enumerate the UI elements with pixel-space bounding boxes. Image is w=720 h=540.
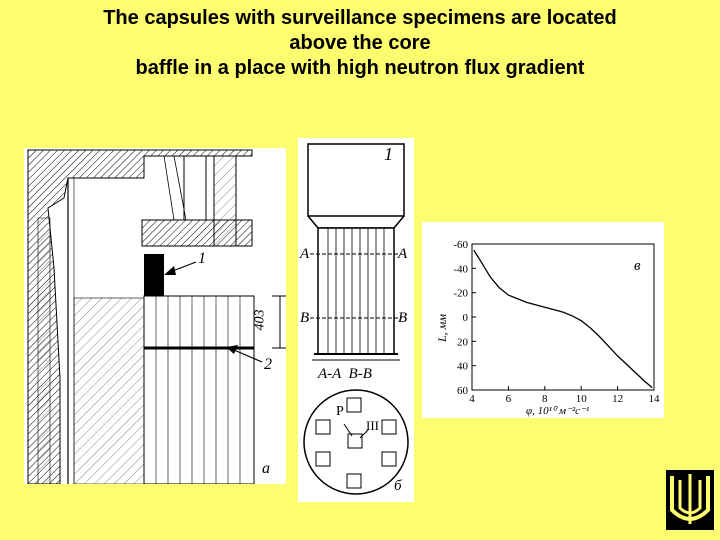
figure-b-panel-letter: б	[394, 478, 402, 494]
title-line-1: The capsules with surveillance specimens…	[103, 7, 617, 29]
figure-b-section-a-left: A	[300, 246, 310, 262]
x-tick-label: 6	[506, 393, 512, 405]
x-tick-label: 8	[542, 393, 548, 405]
y-tick-label: 40	[457, 361, 469, 373]
figure-b-label-p: P	[336, 404, 344, 419]
x-tick-label: 14	[649, 393, 661, 405]
figure-a-label-1: 1	[198, 250, 206, 267]
chart-xlabel: φ, 10¹⁰ м⁻²с⁻¹	[526, 405, 589, 417]
series-line	[473, 249, 653, 389]
figure-b-section-b-right: B	[398, 310, 408, 326]
x-tick-label: 10	[576, 393, 588, 405]
slide-title: The capsules with surveillance specimens…	[0, 6, 720, 81]
capsule-1-marker	[144, 254, 164, 308]
title-line-2: above the core	[289, 32, 431, 54]
x-tick-label: 12	[612, 393, 623, 405]
vessel-section-drawing	[27, 149, 286, 484]
figure-a-label-2: 2	[264, 356, 272, 373]
figure-b-section-a-right: A	[398, 246, 408, 262]
figure-a-dimension: 403	[252, 309, 268, 331]
figure-b-capsule-assembly: 1 A A B B A-A B-B P III б	[298, 138, 414, 502]
logo-svg	[666, 470, 714, 530]
chart-panel-letter: в	[634, 258, 641, 274]
y-tick-label: -20	[453, 288, 468, 300]
figure-b-section-caption: A-A B-B	[318, 366, 372, 382]
figure-a-vessel-section: 1 2 403 а	[24, 148, 286, 484]
institute-logo-icon	[666, 470, 714, 530]
flux-chart-svg: 4 6 8 10 12 14 -60 -40 -20 0 20 40 60 в L, мм φ, 10¹…	[435, 239, 661, 417]
figure-a-panel-letter: а	[262, 460, 270, 477]
y-tick-label: 60	[457, 385, 469, 397]
y-tick-label: 20	[457, 336, 469, 348]
y-tick-label: -40	[453, 263, 468, 275]
title-line-3: baffle in a place with high neutron flux…	[135, 57, 585, 79]
y-tick-label: -60	[453, 239, 468, 251]
plot-frame	[471, 243, 655, 391]
figure-b-label-iii: III	[366, 418, 379, 433]
figure-c-flux-chart: 4 6 8 10 12 14 -60 -40 -20 0 20 40 60 в L, мм φ, 10¹…	[422, 222, 664, 418]
figure-b-section-b-left: B	[300, 310, 310, 326]
capsule-assembly-drawing	[303, 143, 409, 495]
x-tick-label: 4	[469, 393, 475, 405]
figure-b-label-1: 1	[384, 144, 393, 164]
y-tick-label: 0	[463, 312, 469, 324]
chart-ylabel: L, мм	[435, 314, 449, 343]
